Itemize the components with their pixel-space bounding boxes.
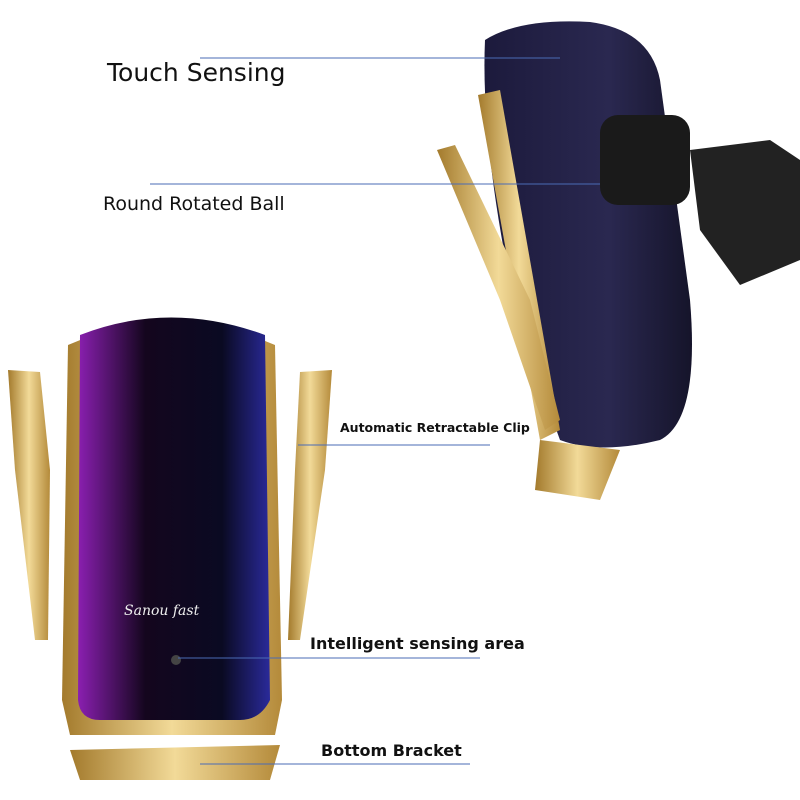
label-intelligent-sensing-area: Intelligent sensing area xyxy=(310,634,525,653)
leader-lines xyxy=(150,57,600,765)
label-touch-sensing: Touch Sensing xyxy=(107,58,286,87)
label-bottom-bracket: Bottom Bracket xyxy=(321,741,462,760)
label-round-rotated-ball: Round Rotated Ball xyxy=(103,193,285,215)
label-automatic-retractable-clip: Automatic Retractable Clip xyxy=(340,420,530,435)
rear-view-holder xyxy=(437,21,800,500)
brand-logo: Sanou fast xyxy=(124,603,200,619)
front-view-holder xyxy=(8,317,332,780)
